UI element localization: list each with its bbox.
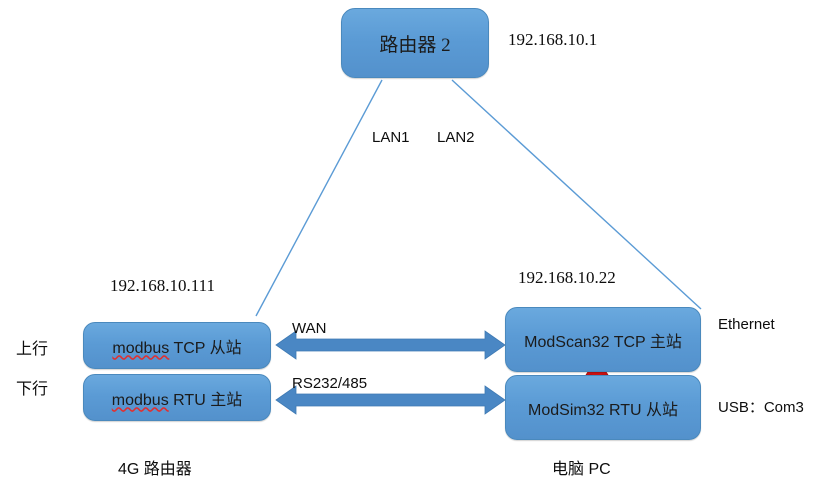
left-group-caption: 4G 路由器 [118,461,192,478]
spellcheck-word-modbus-rtu: modbus [111,391,169,409]
downlink-direction-label: 下行 [16,381,49,398]
node-modbus-tcp-slave[interactable]: modbus TCP 从站 [83,322,271,369]
right-group-caption: 电脑 PC [552,461,611,478]
node-modbus-tcp-slave-suffix: TCP 从站 [169,339,242,357]
ethernet-interface-label: Ethernet [718,316,775,333]
router-ip-label: 192.168.10.1 [508,30,598,49]
node-modscan32-tcp-master[interactable]: ModScan32 TCP 主站 [505,307,701,372]
node-router-label: 路由器 2 [379,34,451,56]
node-modbus-rtu-master[interactable]: modbus RTU 主站 [83,374,271,421]
left-device-ip-label: 192.168.10.111 [110,276,215,295]
node-modbus-rtu-master-label: modbus RTU 主站 [112,386,242,410]
node-router[interactable]: 路由器 2 [341,8,489,78]
node-modbus-rtu-master-suffix: RTU 主站 [168,391,243,409]
uplink-direction-label: 上行 [16,341,49,358]
lan1-label: LAN1 [372,129,410,146]
serial-link-label: RS232/485 [292,375,368,392]
node-modscan32-tcp-master-label: ModScan32 TCP 主站 [524,333,682,351]
usb-interface-label: USB：Com3 [718,399,804,416]
node-modsim32-rtu-slave[interactable]: ModSim32 RTU 从站 [505,375,701,440]
node-modbus-tcp-slave-label: modbus TCP 从站 [112,334,241,358]
spellcheck-word-modbus-tcp: modbus [112,339,170,357]
lan2-label: LAN2 [437,129,475,146]
link-router-to-left-device [255,79,383,317]
right-device-ip-label: 192.168.10.22 [518,268,616,287]
node-modsim32-rtu-slave-label: ModSim32 RTU 从站 [528,401,678,419]
wan-link-label: WAN [292,320,327,337]
